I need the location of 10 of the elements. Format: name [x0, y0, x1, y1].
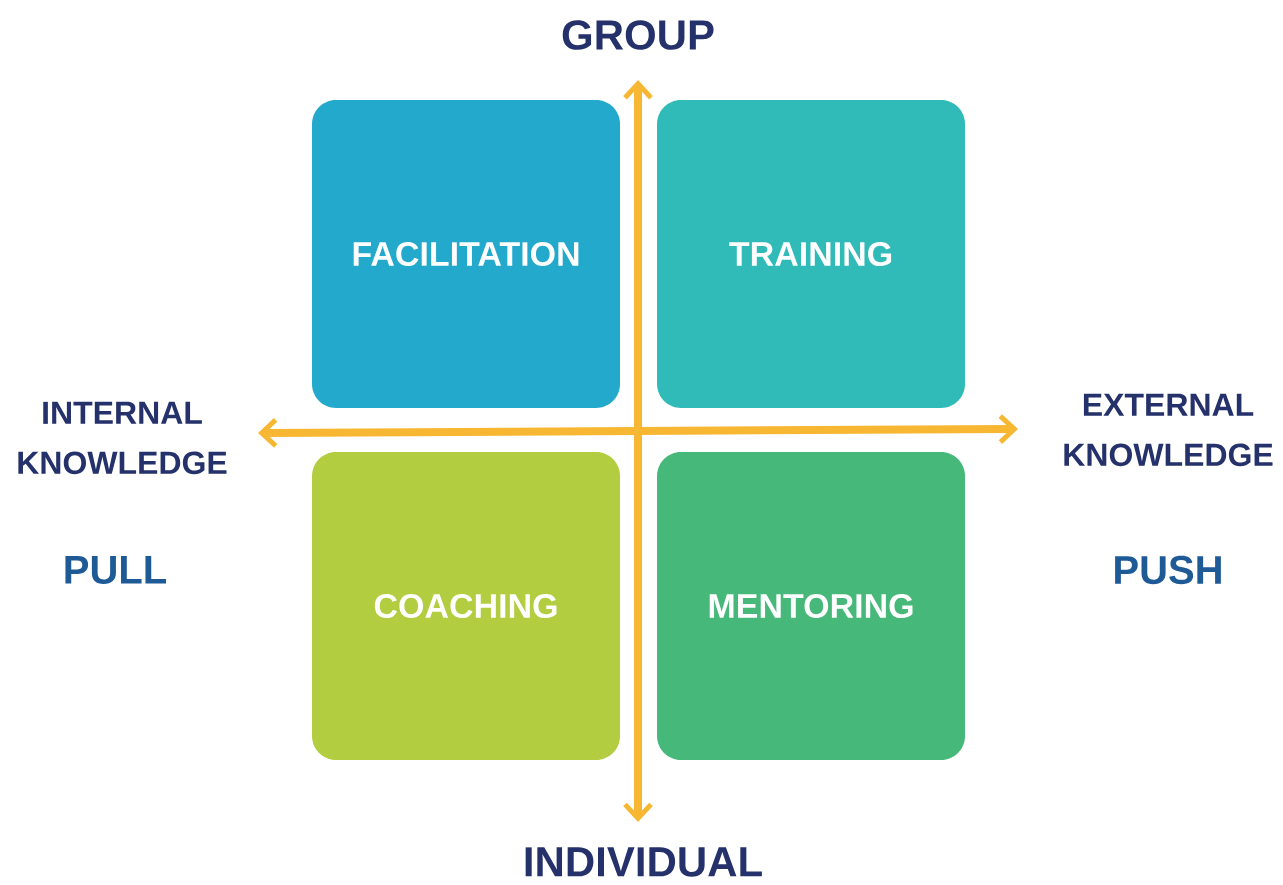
axis-label: PULL: [65, 556, 166, 584]
axis-label: INDIVIDUAL: [525, 847, 762, 877]
quadrant-box: MENTORING: [657, 452, 965, 760]
quadrant-box: TRAINING: [657, 100, 965, 408]
quadrant-box: FACILITATION: [312, 100, 620, 408]
axis-label: PUSH: [1115, 555, 1221, 585]
axis-label: GROUP: [562, 20, 714, 50]
axis-label: EXTERNAL KNOWLEDGE: [1064, 393, 1273, 467]
quadrant-box: COACHING: [312, 452, 620, 760]
axis-label: INTERNAL KNOWLEDGE: [18, 401, 227, 475]
